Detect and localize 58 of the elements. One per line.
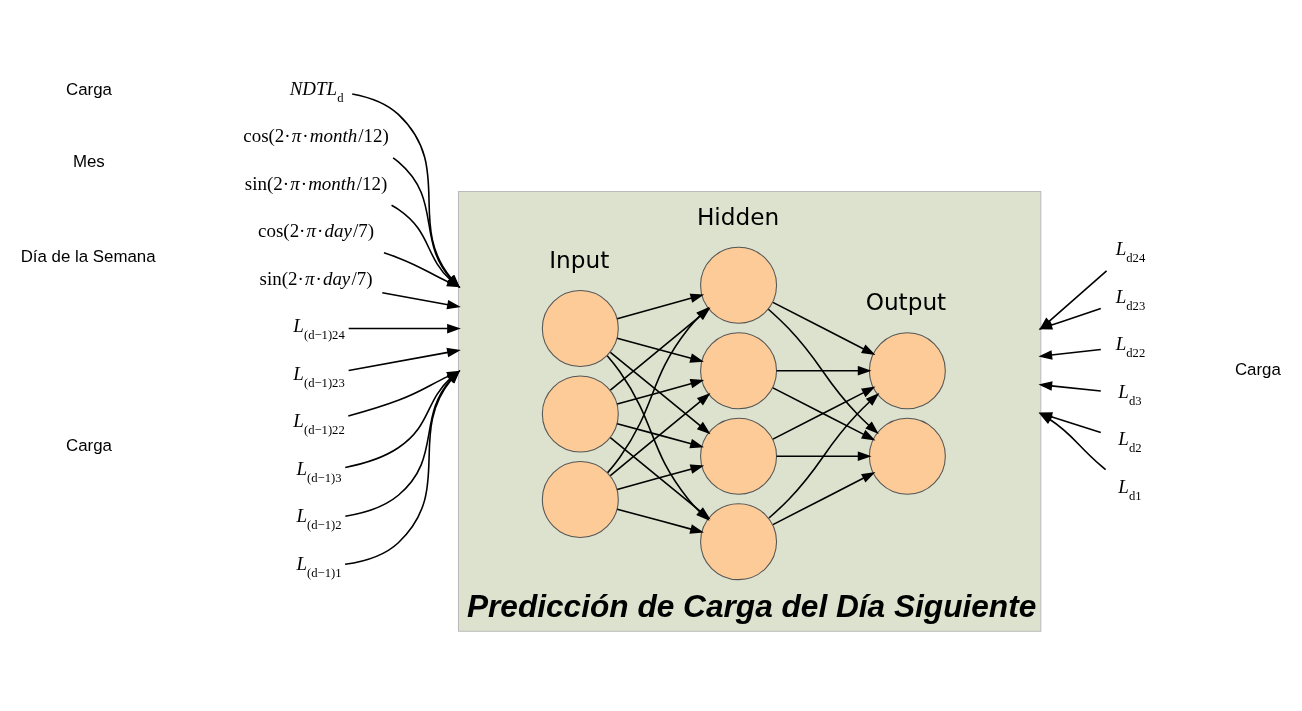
arrow (344, 369, 461, 517)
arrow (772, 386, 876, 440)
node-circle (541, 289, 619, 367)
label: Día de la Semana (20, 246, 156, 266)
arrow (772, 301, 876, 355)
arrow (609, 392, 711, 476)
node-text: cos(2·π·month/12) (243, 124, 389, 146)
node-text: L$_{(d−1)23}$ (293, 362, 345, 390)
node-circle (868, 417, 946, 495)
arrow (609, 351, 711, 434)
arrow (616, 378, 705, 405)
label: Carga (66, 435, 112, 455)
node-circle (541, 460, 619, 538)
node-text: L$_{d3}$ (1118, 380, 1142, 408)
node-circle (700, 331, 778, 409)
node-circle (700, 502, 778, 580)
arrow (344, 369, 461, 468)
arrow (616, 293, 705, 319)
arrow (775, 365, 872, 376)
node-text: L$_{d22}$ (1115, 332, 1146, 360)
node-text: L$_{d24}$ (1115, 237, 1146, 265)
arrow (1038, 348, 1102, 360)
arrow (616, 507, 704, 534)
node-text: L$_{d23}$ (1115, 285, 1146, 313)
label: Output (865, 287, 947, 315)
node-text: L$_{(d−1)3}$ (296, 457, 342, 485)
node-circle (868, 331, 946, 409)
node-circle (541, 375, 619, 453)
label: Input (549, 245, 610, 273)
node-circle (700, 417, 778, 495)
arrow (347, 347, 461, 371)
node-text: L$_{d2}$ (1118, 427, 1142, 455)
arrow (616, 422, 704, 448)
arrow (768, 392, 880, 519)
arrow (767, 307, 879, 434)
node-text: sin(2·π·month/12) (244, 172, 388, 194)
node-text: L$_{(d−1)24}$ (293, 314, 345, 342)
arrow (347, 323, 461, 333)
arrow (1038, 380, 1102, 392)
label: Carga (1234, 359, 1281, 379)
node-circle (700, 246, 778, 324)
node-text: L$_{(d−1)22}$ (293, 409, 345, 437)
node-text: NDTL$_{d}$ (289, 77, 344, 105)
node-text: sin(2·π·day/7) (259, 267, 373, 289)
label: Mes (72, 151, 105, 171)
arrow (775, 450, 872, 461)
node-text: cos(2·π·day/7) (258, 219, 375, 241)
arrow (381, 291, 461, 309)
node-text: L$_{(d−1)1}$ (296, 552, 342, 580)
node-text: L$_{(d−1)2}$ (296, 504, 342, 532)
arrow (347, 370, 461, 417)
label: Carga (66, 79, 112, 99)
label: Hidden (696, 202, 780, 230)
arrow (616, 336, 704, 363)
arrow (616, 464, 705, 490)
node-text: L$_{d1}$ (1118, 475, 1142, 503)
arrow (344, 369, 461, 565)
arrow (772, 471, 876, 525)
